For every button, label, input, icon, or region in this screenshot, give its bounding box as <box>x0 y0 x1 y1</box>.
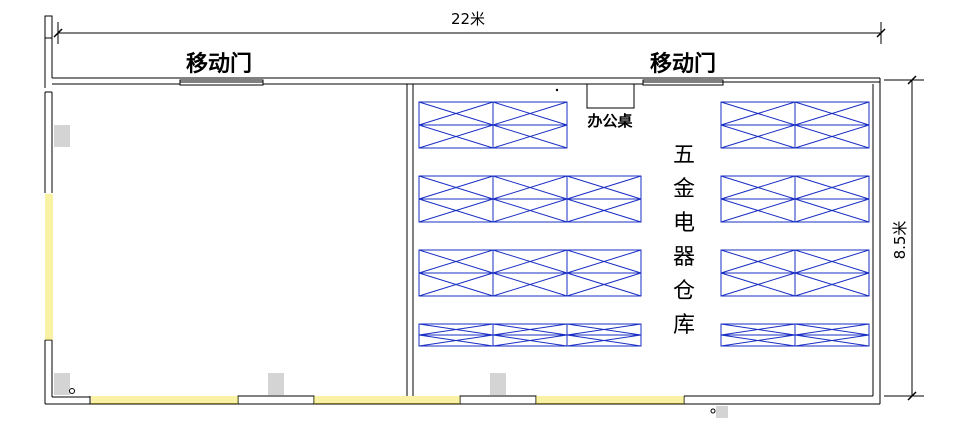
shelf-cross <box>566 323 642 336</box>
shelf-cross <box>720 249 796 274</box>
shelf-cross <box>720 124 796 149</box>
small-marks <box>69 88 716 414</box>
shelf-cross <box>418 272 494 297</box>
column-4 <box>490 373 506 395</box>
shelf-cross <box>566 249 642 274</box>
shelf-cross <box>418 175 494 200</box>
shelf-rack-right-2 <box>720 175 870 223</box>
shelf-rack-left-3 <box>418 249 642 297</box>
column-1 <box>54 125 70 147</box>
area-name-char: 库 <box>673 313 695 338</box>
shelf-cross <box>492 124 568 149</box>
shelf-cross <box>720 323 796 336</box>
shelf-cross <box>794 175 870 200</box>
office-desk <box>586 83 635 109</box>
shelf-cell <box>794 272 870 297</box>
area-name-char: 金 <box>673 177 695 202</box>
shelf-cross <box>566 175 642 200</box>
shelf-cross <box>720 272 796 297</box>
area-name-char: 仓 <box>673 279 695 304</box>
shelf-rack-left-1 <box>418 101 568 149</box>
shelf-cross <box>418 198 494 223</box>
width-dimension <box>53 22 886 44</box>
shelf-cross <box>794 124 870 149</box>
outer-walls <box>44 15 881 405</box>
shelf-cross <box>794 101 870 126</box>
shelf-cross <box>794 272 870 297</box>
shelf-rack-right-1 <box>720 101 870 149</box>
shelf-cross <box>418 249 494 274</box>
shelf-cross <box>418 334 494 347</box>
column-2 <box>54 373 70 395</box>
shelving <box>418 101 870 347</box>
shelf-cross <box>492 323 568 336</box>
shelf-cross <box>418 101 494 126</box>
shelf-cross <box>418 323 494 336</box>
shelf-cross <box>492 334 568 347</box>
shelf-cell <box>794 334 870 347</box>
shelf-cross <box>566 198 642 223</box>
shelf-rack-right-3 <box>720 249 870 297</box>
shelf-cross <box>492 249 568 274</box>
shelf-cross <box>794 323 870 336</box>
sliding-door-left-label: 移动门 <box>186 51 252 77</box>
shelf-cross <box>492 198 568 223</box>
shelf-cell <box>794 198 870 223</box>
shelf-cross <box>720 198 796 223</box>
depth-dimension <box>884 75 924 401</box>
window-left-wall <box>45 194 53 340</box>
area-name-char: 五 <box>673 143 695 168</box>
column-3 <box>268 373 284 395</box>
shelf-cross <box>566 334 642 347</box>
window-bottom-2 <box>314 396 460 404</box>
shelf-cross <box>794 198 870 223</box>
shelf-cell <box>566 272 642 297</box>
shelf-cross <box>794 249 870 274</box>
shelf-cross <box>492 101 568 126</box>
shelf-cross <box>720 101 796 126</box>
shelf-cross <box>566 272 642 297</box>
shelf-rack-left-2 <box>418 175 642 223</box>
shelf-cell <box>566 198 642 223</box>
office-desk-label: 办公桌 <box>587 112 633 130</box>
shelf-cell <box>492 124 568 149</box>
shelf-cross <box>492 175 568 200</box>
windows <box>45 194 684 404</box>
shelf-cross <box>720 334 796 347</box>
area-name-char: 器 <box>673 245 695 270</box>
window-bottom-1 <box>91 396 238 404</box>
window-bottom-3 <box>536 396 684 404</box>
column-5 <box>716 406 728 418</box>
shelf-cell <box>794 124 870 149</box>
columns <box>54 125 728 418</box>
shelf-cross <box>492 272 568 297</box>
sliding-door-right-label: 移动门 <box>650 51 716 77</box>
shelf-cross <box>418 124 494 149</box>
shelf-cell <box>566 334 642 347</box>
shelf-rack-left-4 <box>418 323 642 347</box>
area-name-char: 电 <box>673 211 695 236</box>
shelf-cross <box>794 334 870 347</box>
shelf-rack-right-4 <box>720 323 870 347</box>
depth-dimension-label: 8.5米 <box>891 221 909 260</box>
width-dimension-label: 22米 <box>451 10 485 28</box>
shelf-cross <box>720 175 796 200</box>
